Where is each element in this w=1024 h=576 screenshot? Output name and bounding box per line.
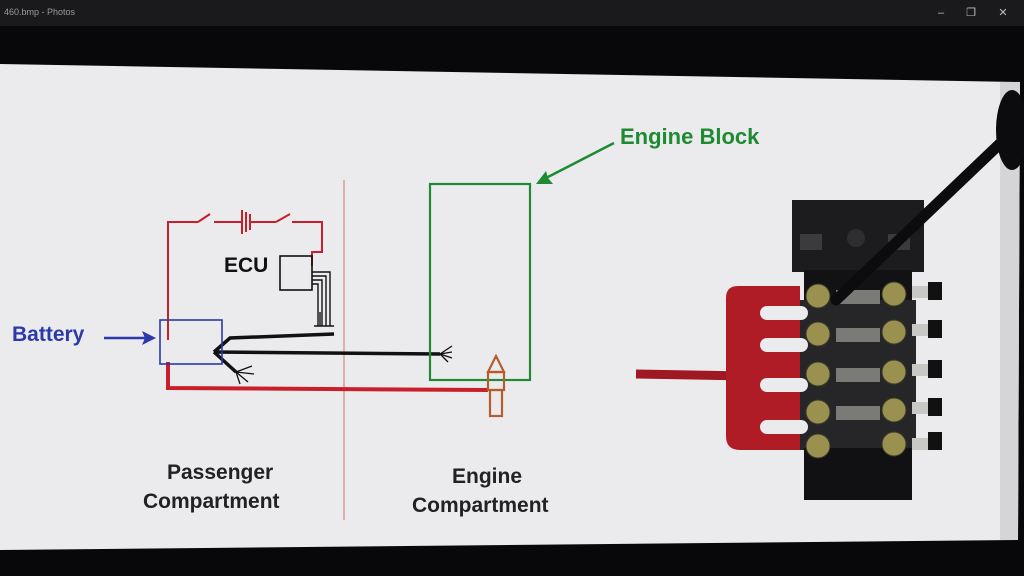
ignition-circuit <box>167 210 323 340</box>
ignition-switch <box>197 213 211 223</box>
window-titlebar: 460.bmp - Photos – ❐ ✕ <box>0 0 1024 26</box>
presenter-hand <box>996 90 1024 170</box>
slide-edge-shadow <box>1000 82 1020 540</box>
frayed-wire-ends <box>235 345 453 385</box>
relay-switch <box>275 213 291 223</box>
passenger-compartment-line1: Passenger <box>167 461 274 484</box>
engine-compartment-line2: Compartment <box>412 494 549 517</box>
minimize-button[interactable]: – <box>937 7 945 19</box>
ecu-label: ECU <box>224 254 269 277</box>
maximize-button[interactable]: ❐ <box>966 7 976 19</box>
battery-arrow <box>104 331 156 345</box>
engine-block-rect <box>428 182 532 382</box>
passenger-compartment-line2: Compartment <box>143 490 280 513</box>
terminal-block-photo <box>635 200 942 500</box>
pointer-stick <box>830 130 1014 306</box>
battery-label: Battery <box>12 323 85 346</box>
battery-positive-wire <box>166 362 489 392</box>
ground-wire <box>212 332 441 374</box>
engine-compartment-line1: Engine <box>452 465 523 488</box>
engine-block-label: Engine Block <box>620 124 760 149</box>
ecu-wires <box>312 271 334 327</box>
ground-terminal <box>486 353 506 418</box>
battery-box <box>159 319 223 365</box>
ecu-box <box>279 255 313 291</box>
close-button[interactable]: ✕ <box>998 7 1008 19</box>
engine-block-arrow <box>536 141 615 184</box>
window-title: 460.bmp - Photos <box>4 7 76 17</box>
